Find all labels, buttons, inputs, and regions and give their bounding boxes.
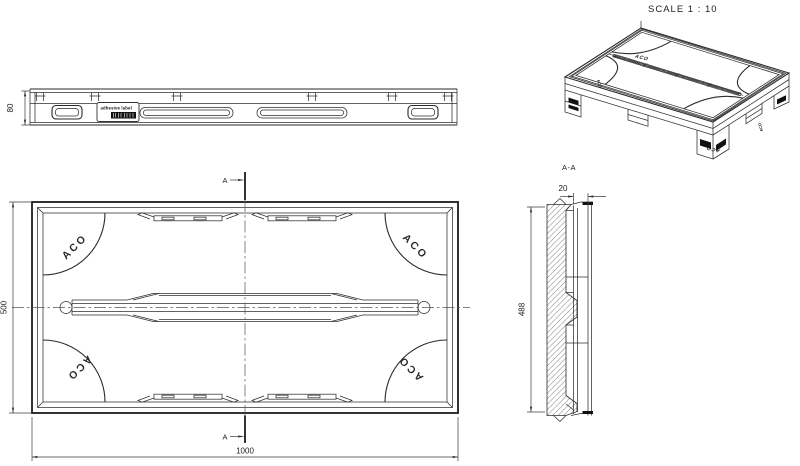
plan-bottom-slots [137,393,353,403]
section-view-label: A-A [562,163,576,172]
side-view-linework [29,89,458,125]
aco-logo-iso-back: ACO [633,54,649,62]
side-view-handle-left [51,104,83,120]
side-view-handle-right [407,104,439,120]
aco-logo-iso-left: ACO [596,79,603,89]
adhesive-label-callout: adhesive label [96,102,140,122]
side-view-clips [34,92,454,101]
plan-central-lifting-bar [12,293,470,322]
iso-corner-arcs [604,40,751,110]
dim-20-label: 20 [559,184,568,193]
plan-corner-chamfers [37,207,453,408]
dimension-thickness-20: 20 [559,184,606,204]
section-hatched-profile [546,204,578,416]
aco-logo-iso-right: ACO [757,122,764,132]
section-bottom-seal [582,411,593,414]
dimension-height-80: 80 [6,90,30,126]
aco-logo-bottom-right: ACO [396,353,426,383]
dim-80-label: 80 [6,103,15,112]
barcode-chip [111,112,136,119]
dim-1000-label: 1000 [236,447,254,456]
iso-floor [575,31,780,119]
adhesive-label-text: adhesive label [101,106,132,111]
iso-rim-inner-1 [568,28,787,122]
iso-corner-feet [564,86,790,160]
plan-view: ACO ACO ACO ACO [0,172,470,461]
dimension-length-1000: 1000 [31,417,459,461]
aco-logo-bottom-left: ACO [64,353,94,383]
dim-488-label: 488 [518,302,527,316]
iso-central-rib [608,53,746,97]
section-view: A-A 20 488 [518,163,606,423]
dimension-section-488: 488 [518,206,545,413]
scale-label: SCALE 1 : 10 [648,4,718,15]
section-cut-marker-top: A [222,172,246,200]
section-face-lines [566,204,592,416]
plan-corner-arcs [42,212,448,403]
section-cut-marker-bottom: A [222,415,246,443]
section-marker-top-label: A [222,176,228,185]
section-marker-bottom-label: A [222,433,228,442]
dim-500-label: 500 [0,300,9,314]
iso-rim-inner-2 [570,29,785,121]
side-elevation-view: adhesive label 80 [6,88,458,126]
dimension-width-500: 500 [0,201,32,414]
isometric-view: SCALE 1 : 10 ACO ACO ACO ACO [563,4,791,160]
plan-top-slots [137,212,353,222]
side-view-slots [139,107,348,119]
barcode-lines [113,113,134,118]
aco-logo-iso-front: ACO [705,145,721,153]
